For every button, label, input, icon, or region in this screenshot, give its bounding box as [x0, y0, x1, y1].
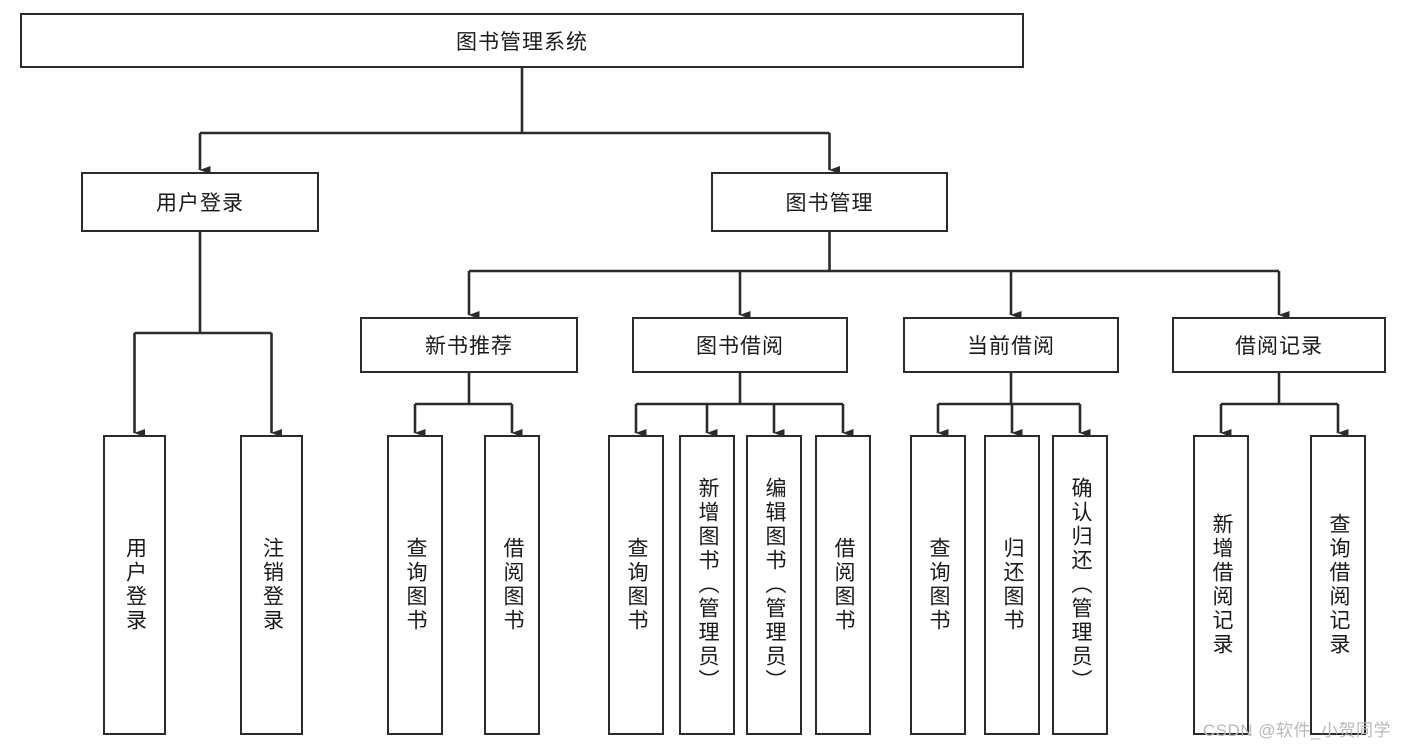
leaf-node-l-query-record-label: 查询借阅记录 — [1327, 513, 1351, 657]
level2-node-borrow-record-label: 借阅记录 — [1235, 335, 1323, 358]
level2-node-current-borrow[interactable]: 当前借阅 — [903, 317, 1119, 373]
leaf-node-l-query-book-2[interactable]: 查询图书 — [608, 435, 664, 735]
leaf-node-leaf-logout[interactable]: 注销登录 — [240, 435, 303, 735]
level2-node-new-book-rec-label: 新书推荐 — [425, 335, 513, 358]
leaf-node-l-add-record-label: 新增借阅记录 — [1210, 513, 1234, 657]
leaf-node-l-query-book-3[interactable]: 查询图书 — [910, 435, 966, 735]
leaf-node-l-return-book[interactable]: 归还图书 — [984, 435, 1040, 735]
level2-node-book-borrow-label: 图书借阅 — [696, 335, 784, 358]
leaf-node-l-borrow-book-1[interactable]: 借阅图书 — [484, 435, 540, 735]
leaf-node-l-add-book-label: 新增图书（管理员） — [696, 477, 720, 693]
root-node-root-label: 图书管理系统 — [456, 30, 588, 54]
level1-node-book-manage[interactable]: 图书管理 — [711, 172, 948, 232]
level1-node-book-manage-label: 图书管理 — [785, 192, 874, 215]
leaf-node-l-return-book-label: 归还图书 — [1001, 537, 1025, 633]
leaf-node-l-query-book-1[interactable]: 查询图书 — [387, 435, 443, 735]
level1-node-user-login-label: 用户登录 — [156, 192, 244, 215]
leaf-node-leaf-user-login-label: 用户登录 — [123, 537, 147, 633]
leaf-node-l-edit-book-label: 编辑图书（管理员） — [763, 477, 787, 693]
level2-node-book-borrow[interactable]: 图书借阅 — [632, 317, 848, 373]
leaf-node-l-query-record[interactable]: 查询借阅记录 — [1310, 435, 1366, 735]
level2-node-new-book-rec[interactable]: 新书推荐 — [360, 317, 578, 373]
leaf-node-l-query-book-1-label: 查询图书 — [404, 537, 428, 633]
leaf-node-l-borrow-book-1-label: 借阅图书 — [501, 537, 525, 633]
leaf-node-leaf-logout-label: 注销登录 — [260, 537, 284, 633]
leaf-node-l-borrow-book-2[interactable]: 借阅图书 — [815, 435, 871, 735]
level2-node-current-borrow-label: 当前借阅 — [967, 335, 1055, 358]
leaf-node-l-borrow-book-2-label: 借阅图书 — [832, 537, 856, 633]
leaf-node-l-add-book[interactable]: 新增图书（管理员） — [679, 435, 735, 735]
leaf-node-l-add-record[interactable]: 新增借阅记录 — [1193, 435, 1249, 735]
leaf-node-l-query-book-3-label: 查询图书 — [927, 537, 951, 633]
leaf-node-l-edit-book[interactable]: 编辑图书（管理员） — [746, 435, 802, 735]
leaf-node-l-confirm-return[interactable]: 确认归还（管理员） — [1052, 435, 1108, 735]
leaf-node-l-query-book-2-label: 查询图书 — [625, 537, 649, 633]
level2-node-borrow-record[interactable]: 借阅记录 — [1172, 317, 1386, 373]
leaf-node-leaf-user-login[interactable]: 用户登录 — [103, 435, 166, 735]
leaf-node-l-confirm-return-label: 确认归还（管理员） — [1069, 477, 1093, 693]
connector-lines — [133, 68, 1349, 437]
level1-node-user-login[interactable]: 用户登录 — [81, 172, 319, 232]
root-node-root[interactable]: 图书管理系统 — [20, 13, 1024, 68]
